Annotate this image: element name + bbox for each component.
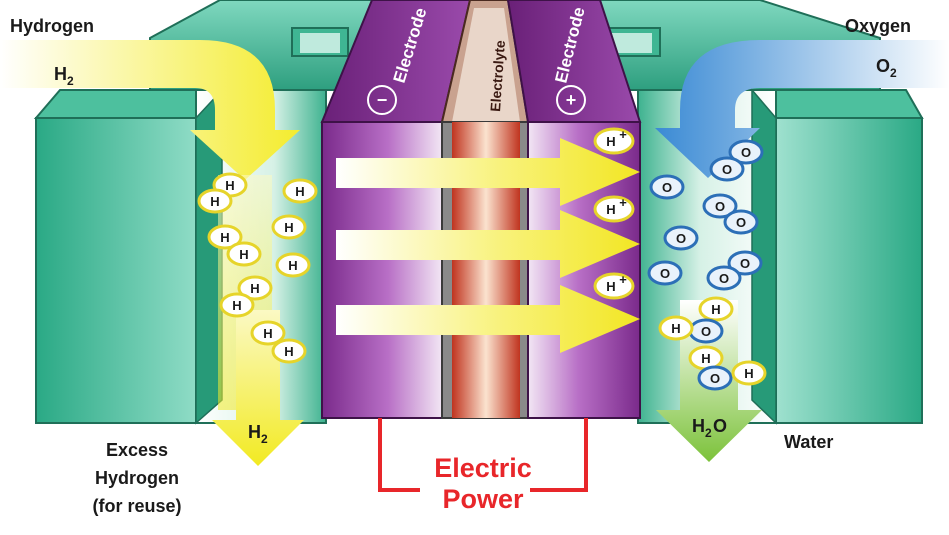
proton-ion: H + bbox=[593, 272, 635, 300]
h2o-molecule: H O H bbox=[658, 296, 734, 344]
h2o-molecule: H O H bbox=[688, 345, 767, 391]
electric-label: Electric bbox=[434, 453, 532, 483]
svg-text:H: H bbox=[248, 422, 261, 442]
h2o-output-label: H 2 O bbox=[692, 416, 727, 440]
o2-molecule: O O bbox=[709, 139, 764, 182]
electrolyte-layer bbox=[440, 0, 530, 419]
svg-text:Hydrogen: Hydrogen bbox=[95, 468, 179, 488]
power-label: Power bbox=[442, 484, 524, 514]
svg-text:H: H bbox=[220, 230, 229, 245]
h2-molecule: H H bbox=[207, 224, 262, 267]
right-gas-chamber bbox=[637, 87, 924, 425]
svg-text:O: O bbox=[701, 324, 711, 339]
svg-text:O: O bbox=[713, 416, 727, 436]
hydrogen-molecules: H H H H H H H H H H bbox=[197, 172, 318, 364]
svg-text:2: 2 bbox=[261, 432, 268, 446]
svg-text:O: O bbox=[676, 231, 686, 246]
svg-text:2: 2 bbox=[67, 74, 74, 88]
svg-text:H: H bbox=[263, 326, 272, 341]
svg-text:H: H bbox=[225, 178, 234, 193]
svg-text:Excess: Excess bbox=[106, 440, 168, 460]
water-molecules: H O H H O H bbox=[658, 296, 767, 391]
svg-text:H: H bbox=[54, 64, 67, 84]
svg-text:H: H bbox=[239, 247, 248, 262]
svg-text:H: H bbox=[711, 302, 720, 317]
svg-text:O: O bbox=[719, 271, 729, 286]
o2-molecule: O O bbox=[706, 250, 763, 291]
svg-text:+: + bbox=[619, 127, 627, 142]
svg-text:O: O bbox=[662, 180, 672, 195]
svg-text:H: H bbox=[284, 220, 293, 235]
o2-molecule: O O bbox=[702, 193, 759, 235]
svg-text:2: 2 bbox=[890, 66, 897, 80]
h2-molecule: H H bbox=[219, 275, 273, 318]
oxygen-label: Oxygen bbox=[845, 16, 911, 36]
svg-text:H: H bbox=[232, 298, 241, 313]
svg-text:H: H bbox=[250, 281, 259, 296]
h2-molecule: H H bbox=[271, 214, 311, 278]
proton-ion: H + bbox=[593, 127, 635, 155]
svg-text:H: H bbox=[288, 258, 297, 273]
svg-text:O: O bbox=[722, 162, 732, 177]
svg-text:H: H bbox=[606, 134, 615, 149]
svg-text:+: + bbox=[619, 195, 627, 210]
water-label: Water bbox=[784, 432, 833, 452]
svg-text:H: H bbox=[701, 351, 710, 366]
o2-molecule: O bbox=[647, 260, 683, 286]
proton-flow-arrows bbox=[336, 138, 640, 353]
svg-text:H: H bbox=[744, 366, 753, 381]
plus-sign: + bbox=[566, 90, 577, 110]
minus-sign: − bbox=[377, 90, 388, 110]
svg-text:O: O bbox=[876, 56, 890, 76]
excess-hydrogen-label: Excess Hydrogen (for reuse) bbox=[92, 440, 181, 516]
svg-text:H: H bbox=[606, 202, 615, 217]
svg-text:H: H bbox=[671, 321, 680, 336]
svg-text:O: O bbox=[741, 145, 751, 160]
svg-text:H: H bbox=[210, 194, 219, 209]
electrolyte-label: Electrolyte bbox=[487, 39, 508, 112]
h2-input-label: H 2 bbox=[54, 64, 74, 88]
svg-text:H: H bbox=[692, 416, 705, 436]
o2-molecule: O bbox=[649, 174, 685, 200]
oxygen-molecules: O O O O O O O O O bbox=[647, 139, 764, 291]
svg-text:H: H bbox=[606, 279, 615, 294]
svg-text:O: O bbox=[736, 215, 746, 230]
h2-molecule: H bbox=[282, 178, 318, 204]
svg-text:H: H bbox=[295, 184, 304, 199]
svg-text:(for reuse): (for reuse) bbox=[92, 496, 181, 516]
svg-text:H: H bbox=[284, 344, 293, 359]
svg-text:+: + bbox=[619, 272, 627, 287]
h2-output-label: H 2 bbox=[248, 422, 268, 446]
electric-power-circuit bbox=[378, 418, 588, 492]
svg-text:O: O bbox=[660, 266, 670, 281]
proton-ion: H + bbox=[593, 195, 635, 223]
o2-input-label: O 2 bbox=[876, 56, 897, 80]
svg-text:O: O bbox=[710, 371, 720, 386]
o2-molecule: O bbox=[663, 225, 699, 251]
svg-text:O: O bbox=[715, 199, 725, 214]
protons: H + H + H + bbox=[593, 127, 635, 300]
svg-text:O: O bbox=[740, 256, 750, 271]
hydrogen-label: Hydrogen bbox=[10, 16, 94, 36]
h2-molecule: H H bbox=[197, 172, 248, 214]
svg-text:2: 2 bbox=[705, 426, 712, 440]
h2-molecule: H H bbox=[250, 320, 307, 364]
